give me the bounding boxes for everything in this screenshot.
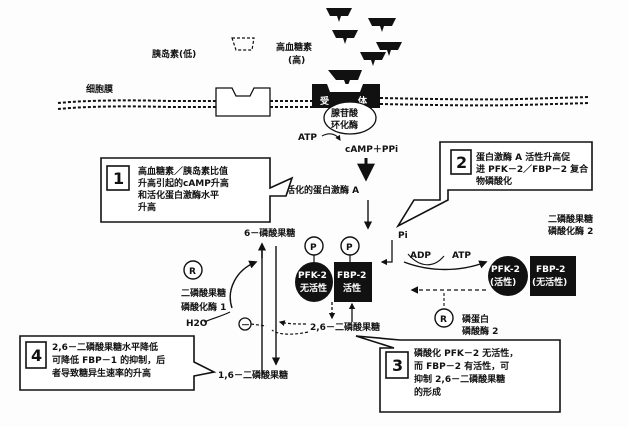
callout-1-line-3: 和活化蛋白激酶水平 [137, 189, 219, 201]
callout-3-line-2: 而 FBP－2 有活性，可 [414, 360, 509, 372]
callout-2-line-1: 蛋白激酶 A 活性升高促 [476, 151, 571, 163]
callout-1-line-1: 高血糖素／胰岛素比值 [138, 165, 228, 177]
glucagon-label: 高血糖素 [276, 41, 312, 53]
callout-1-line-2: 升高引起的cAMP升高 [138, 177, 229, 189]
callout-1-number: 1 [113, 169, 124, 188]
f26bp-inhibits-fbpase1-line [271, 329, 309, 335]
phosphatase-label-2: 磷酸酶 2 [462, 325, 498, 337]
fbp2-active-label-1: FBP-2 [337, 271, 366, 281]
glucagon-high-label: (高) [288, 54, 305, 66]
fbp2-inactive-label-2: (无活性) [532, 276, 567, 288]
callout-4: 4 2,6－二磷酸果糖水平降低 可降低 FBP－1 的抑制，后 者导致糖异生速率… [19, 335, 217, 391]
atp-label: ATP [298, 133, 317, 143]
glucagon-molecule-icon [326, 8, 352, 22]
insulin-low-label: 胰岛素(低) [152, 48, 196, 60]
cell-membrane [57, 96, 591, 110]
pfk2-inactive-label-1: PFK-2 [298, 271, 327, 281]
adenylate-cyclase-label-2: 环化酶 [331, 119, 358, 131]
f16bp-label: 1,6－二磷酸果糖 [218, 369, 288, 381]
pfk2-active-label-2: (活性) [490, 276, 516, 288]
callout-4-number-box [25, 341, 47, 369]
adp-label: ADP [410, 251, 431, 261]
cell-membrane-label: 细胞膜 [86, 83, 114, 95]
adp-atp-curve [407, 253, 445, 266]
callout-1-number-box [106, 165, 130, 191]
callout-4-line-3: 者导致糖异生速率的升高 [51, 367, 151, 379]
callout-2-number: 2 [456, 153, 467, 172]
callout-4-line-2: 可降低 FBP－1 的抑制，后 [52, 354, 165, 366]
callout-2-line-2: 进 PFK－2／FBP－2 复合 [476, 163, 589, 175]
insulin-receptor-icon [215, 87, 271, 117]
fbpase-label-1: 二磷酸果糖 [181, 287, 226, 299]
fbp2-kinase-label-2: 磷酸化酶 2 [548, 225, 593, 237]
atp-conversion-arrow [321, 133, 341, 141]
fbpase-to-f6p-arrow [229, 260, 258, 309]
phosphatase-label-1: 磷蛋白 [462, 313, 489, 325]
receptor-left-label: 受 [320, 95, 329, 107]
inhibition-link [250, 323, 267, 327]
adenylate-cyclase-label-1: 腺苷酸 [330, 107, 359, 119]
glucagon-molecule-icon [368, 18, 396, 32]
inhibition-label: － [241, 321, 250, 331]
f26bp-activates-pfk1-arrow [278, 320, 307, 327]
h2o-label: H2O [186, 319, 208, 329]
f6p-label: 6－磷酸果糖 [244, 227, 295, 239]
callout-3-line-4: 的形成 [414, 386, 441, 398]
callout-3-number: 3 [392, 356, 403, 375]
callout-2-line-3: 物磷酸化 [476, 175, 512, 187]
pfk2-active-subunit [488, 256, 528, 296]
pfk2-inactive-subunit [295, 262, 333, 302]
insulin-molecule-icon [231, 37, 255, 51]
callout-2-number-box [450, 149, 472, 175]
fbp2-kinase-label-1: 二磷酸果糖 [548, 213, 593, 225]
phosphorylation-arrow [403, 260, 488, 271]
callout-4-number: 4 [31, 346, 42, 365]
callout-3: 3 磷酸化 PFK－2 无活性， 而 FBP－2 有活性，可 抑制 2,6－二磷… [355, 335, 561, 413]
callout-3-line-1: 磷酸化 PFK－2 无活性， [414, 347, 518, 359]
phosphatase-r-icon [434, 308, 454, 328]
receptor-right-label: 体 [358, 95, 368, 107]
callout-2: 2 蛋白激酶 A 活性升高促 进 PFK－2／FBP－2 复合 物磷酸化 [395, 141, 593, 229]
glucagon-molecule-icon [332, 30, 358, 44]
adenylate-cyclase-icon [323, 101, 377, 135]
callout-1-line-4: 升高 [138, 201, 156, 213]
phosphatase-r-label: R [440, 315, 447, 325]
fbp2-active-subunit [334, 262, 372, 302]
glucagon-molecule-icon [360, 52, 386, 66]
fbp2-active-label-2: 活性 [343, 282, 361, 294]
h2o-curve [203, 311, 231, 323]
fbpase-r-label: R [189, 267, 196, 277]
callout-3-number-box [385, 351, 409, 379]
camp-ppi-label: cAMP＋PPi [345, 144, 398, 155]
callout-3-line-3: 抑制 2,6－二磷酸果糖 [414, 373, 505, 385]
pfk2-inactive-label-2: 无活性 [299, 282, 327, 294]
pka-active-label: 活化的蛋白激酶 A [286, 184, 359, 196]
fbp2-inactive-subunit [530, 256, 576, 296]
callout-1: 1 高血糖素／胰岛素比值 升高引起的cAMP升高 和活化蛋白激酶水平 升高 [100, 157, 294, 223]
atp-right-label: ATP [452, 251, 471, 261]
bound-glucagon-icon [328, 70, 362, 88]
callout-4-line-1: 2,6－二磷酸果糖水平降低 [52, 341, 158, 353]
phosphate-label-1: P [310, 243, 317, 253]
glucagon-molecule-icon [376, 42, 402, 56]
pi-release-arrow [380, 240, 393, 266]
pi-label: Pi [398, 231, 408, 241]
pfk2-active-label-1: PFK-2 [491, 265, 520, 275]
phosphate-label-2: P [346, 243, 353, 253]
fbpase-label-2: 磷酸化酶 1 [181, 301, 226, 313]
f26bp-label: 2,6－二磷酸果糖 [310, 321, 380, 333]
fbpase-r-icon [183, 260, 203, 280]
fbp2-inactive-label-1: FBP-2 [536, 265, 565, 275]
